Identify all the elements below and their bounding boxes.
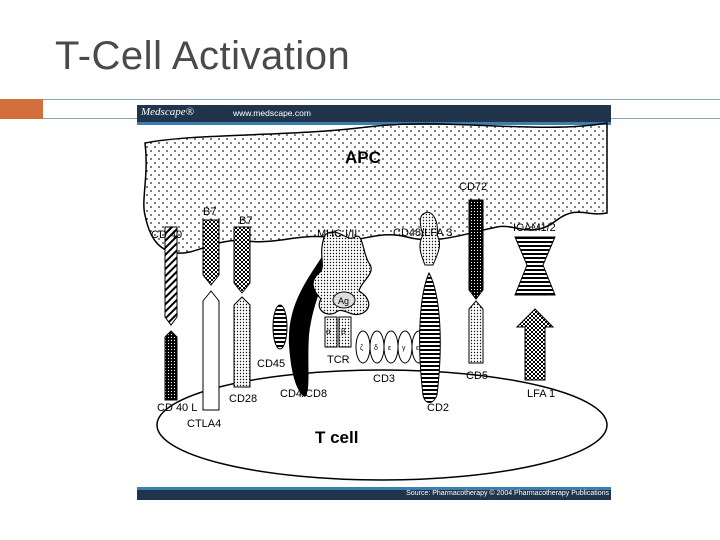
antigen-peptide xyxy=(332,291,356,309)
b7-label-2: B7 xyxy=(239,215,252,227)
t-cell-membrane xyxy=(156,369,608,481)
ctla4-receptor xyxy=(202,290,220,411)
b7-ligand-1 xyxy=(202,219,220,286)
cd40-label: CD 40 xyxy=(151,229,182,241)
figure-footer: Source: Pharmacotherapy © 2004 Pharmacot… xyxy=(137,490,611,500)
cd40-receptor xyxy=(164,226,178,326)
footer-rule xyxy=(137,487,611,490)
beta-label: β xyxy=(341,327,346,336)
cd3-subunit-label-4: γ xyxy=(402,345,406,352)
tcr-label: TCR xyxy=(327,354,350,366)
t-cell-activation-figure: Medscape® www.medscape.com xyxy=(137,105,611,500)
ctla4-label: CTLA4 xyxy=(187,418,221,430)
cd48-label: CD48/LFA 3 xyxy=(393,227,452,239)
mhc-label: MHC I/II xyxy=(317,228,357,240)
cd72-label: CD72 xyxy=(459,181,487,193)
t-cell-label: T cell xyxy=(315,428,358,447)
medscape-logo: Medscape® xyxy=(141,106,194,118)
title-accent-bar xyxy=(0,99,43,119)
cd40l-label: CD 40 L xyxy=(157,402,197,414)
cd2-label: CD2 xyxy=(427,402,449,414)
cd45-molecule xyxy=(272,304,288,350)
cd28-label: CD28 xyxy=(229,393,257,405)
cd3-label: CD3 xyxy=(373,373,395,385)
alpha-label: α xyxy=(326,327,331,336)
source-credit: Source: Pharmacotherapy © 2004 Pharmacot… xyxy=(406,490,609,497)
cd40l-receptor xyxy=(164,330,178,401)
figure-header: Medscape® www.medscape.com xyxy=(137,105,611,122)
cd72-ligand xyxy=(468,199,484,300)
cd5-label: CD5 xyxy=(466,370,488,382)
antigen-label: Ag xyxy=(338,296,349,306)
icam-label: ICAM1/2 xyxy=(513,222,556,234)
cd3-subunit-label-2: δ xyxy=(374,345,378,352)
tcr-alpha-chain xyxy=(324,316,338,348)
b7-ligand-2 xyxy=(233,226,251,294)
cd5-receptor xyxy=(468,300,484,364)
cd3-subunit-label-1: ζ xyxy=(360,345,363,352)
lfa1-label: LFA 1 xyxy=(527,388,555,400)
icam-ligand xyxy=(514,236,556,296)
mhc-molecule xyxy=(312,231,372,316)
cell-diagram: APC T cell CD 40 B7 B7 MHC I/II CD48/LFA… xyxy=(143,122,608,481)
b7-label-1: B7 xyxy=(203,206,216,218)
cd2-receptor xyxy=(419,271,441,403)
apc-label: APC xyxy=(345,148,381,167)
cd45-label: CD45 xyxy=(257,358,285,370)
lfa1-receptor xyxy=(515,308,555,381)
medscape-url: www.medscape.com xyxy=(233,108,311,118)
slide-title: T-Cell Activation xyxy=(55,34,351,78)
cd4-cd8-coreceptor xyxy=(288,255,333,397)
tcr-beta-chain xyxy=(338,316,352,348)
cd28-receptor xyxy=(233,296,251,388)
cd3-subunit-label-5: ε xyxy=(416,345,419,352)
cd48-lfa3-ligand xyxy=(419,211,440,266)
cd4-cd8-label: CD4/CD8 xyxy=(280,388,327,400)
cd3-subunit-label-3: ε xyxy=(388,345,391,352)
header-rule xyxy=(137,122,611,125)
